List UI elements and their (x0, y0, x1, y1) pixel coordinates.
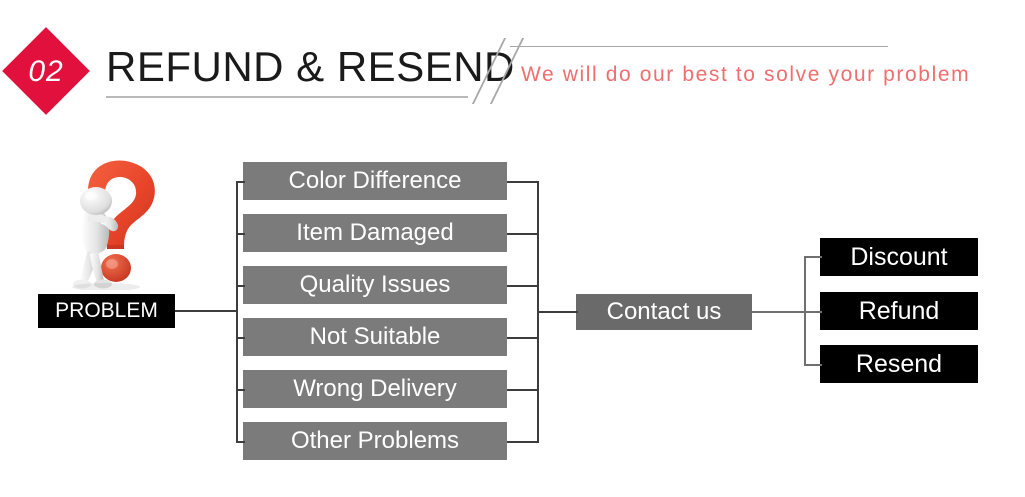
connector-issue-stub (236, 285, 245, 287)
outcome-label: Resend (855, 349, 943, 378)
issue-label: Not Suitable (309, 323, 441, 350)
connector-collect-stub (507, 337, 539, 339)
connector-collect-stub (507, 285, 539, 287)
connector-collect-stub (507, 389, 539, 391)
connector-bracket-to-contact (537, 311, 578, 313)
connector-issue-stub (236, 181, 245, 183)
connector-issue-stub (236, 389, 245, 391)
issue-box-color-difference[interactable]: Color Difference (243, 162, 507, 200)
question-mark-figure-icon (72, 160, 155, 290)
connector-collect-stub (507, 441, 539, 443)
outcome-box-discount[interactable]: Discount (820, 238, 978, 276)
issue-label: Other Problems (290, 427, 460, 454)
outcome-label: Discount (850, 242, 948, 271)
issue-label: Wrong Delivery (293, 375, 457, 402)
outcome-box-refund[interactable]: Refund (820, 292, 978, 330)
section-number-label: 02 (28, 55, 64, 88)
page-title: REFUND & RESEND (106, 43, 515, 90)
header-tagline: We will do our best to solve your proble… (521, 63, 971, 86)
issue-box-wrong-delivery[interactable]: Wrong Delivery (243, 370, 507, 408)
tagline-rule (510, 46, 888, 47)
connector-issue-stub (236, 441, 245, 443)
connector-root-to-bracket (175, 310, 237, 312)
issue-box-other-problems[interactable]: Other Problems (243, 422, 507, 460)
issue-label: Item Damaged (296, 219, 454, 246)
contact-us-box[interactable]: Contact us (576, 294, 752, 330)
connector-collect-stub (507, 181, 539, 183)
connector-outcome-stub (804, 311, 822, 313)
title-underline (106, 96, 468, 98)
connector-outcome-stub (804, 256, 822, 258)
connector-issue-bracket-spine (236, 181, 238, 443)
connector-collect-stub (507, 233, 539, 235)
issue-box-not-suitable[interactable]: Not Suitable (243, 318, 507, 356)
outcome-box-resend[interactable]: Resend (820, 345, 978, 383)
outcome-label: Refund (858, 296, 940, 325)
issue-label: Color Difference (288, 167, 462, 194)
issue-label: Quality Issues (299, 271, 451, 298)
contact-us-label: Contact us (606, 298, 722, 325)
issue-box-quality-issues[interactable]: Quality Issues (243, 266, 507, 304)
connector-issue-stub (236, 233, 245, 235)
issue-box-item-damaged[interactable]: Item Damaged (243, 214, 507, 252)
connector-outcome-stub (804, 364, 822, 366)
problem-root-box[interactable]: PROBLEM (38, 294, 175, 328)
connector-issue-stub (236, 337, 245, 339)
problem-root-label: PROBLEM (55, 299, 158, 322)
connector-contact-to-outcome-bracket (752, 311, 805, 313)
